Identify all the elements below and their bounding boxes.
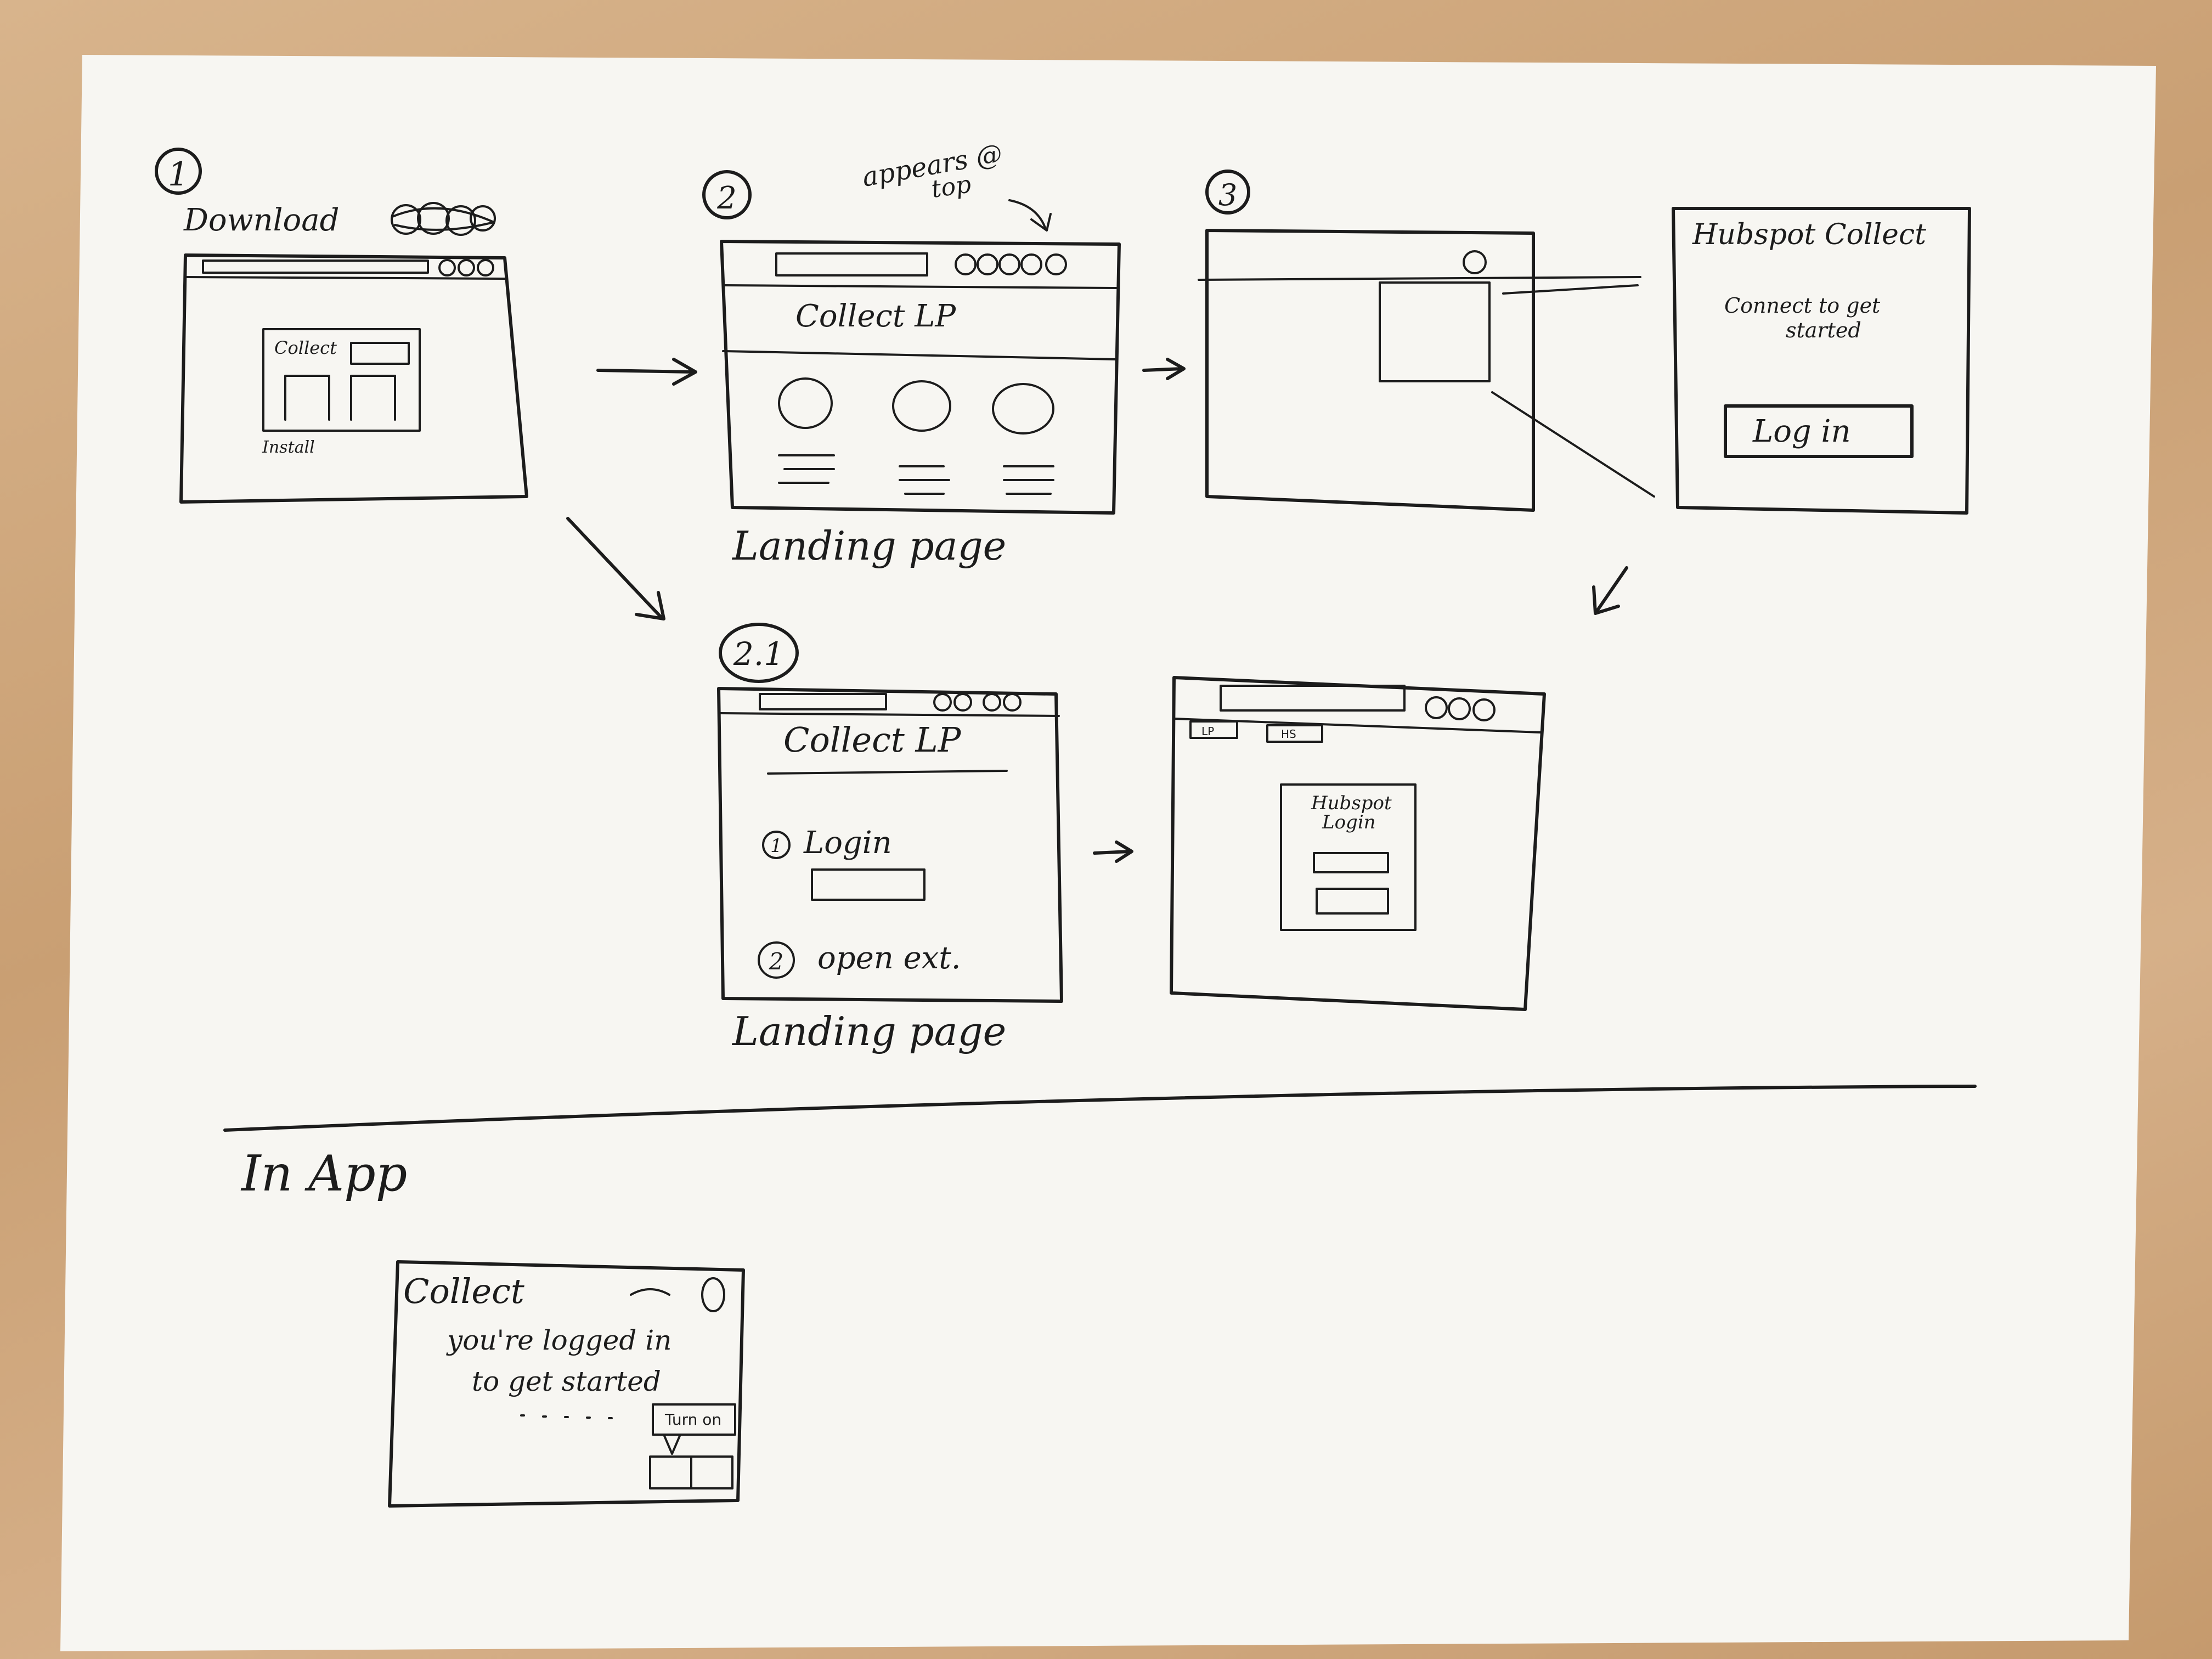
caption: Landing page [731,523,1006,569]
window-control-icon [1045,253,1067,275]
step-number-circle [758,941,795,979]
step-number-circle [762,831,791,859]
text-lines [778,454,1054,495]
window-control-icon [1448,697,1471,720]
step-number: 2 [716,180,737,216]
popup-message: started [1786,318,1861,342]
window-control-icon [438,259,456,276]
extension-card [262,328,421,432]
step-number: 2.1 [733,635,784,673]
tab-hs[interactable] [1266,724,1323,743]
tooltip-label: Turn on [664,1410,721,1429]
minimize-icon[interactable] [630,1288,670,1296]
landing-header: Collect LP [783,720,962,760]
in-app-section: In App Collect you're logged in to get s… [240,1145,745,1508]
landing-header: Collect LP [795,298,956,334]
login-field[interactable] [811,868,926,901]
extension-icon [1020,253,1042,275]
tooltip [652,1403,736,1436]
tab-lp[interactable] [1189,720,1238,739]
widget-message: to get started [472,1365,661,1397]
popup-panel [1379,281,1491,382]
tab-label: LP [1201,725,1214,738]
popup-title: Hubspot Collect [1692,218,1926,251]
step-label: Login [803,825,892,861]
browser-window [1205,229,1535,512]
arrow-curved-icon [1008,199,1052,232]
step-1-sketch: 1 Download Collect Install [155,148,528,504]
step-number-circle [702,170,752,219]
window-control-icon [955,253,977,275]
in-app-widget [388,1260,745,1508]
step-2-sketch: 2 appears @ top Collect LP Landing page [702,138,1121,569]
window-control-icon [1472,698,1496,721]
step-number: 1 [770,835,782,857]
address-bar [775,252,928,276]
browser-window [717,687,1063,1003]
window-control-icon [1003,693,1022,712]
note-line: top [929,170,973,204]
window-control-icon [953,693,972,712]
browser-window [720,240,1121,515]
divider [223,1085,1977,1132]
username-field[interactable] [1313,852,1389,873]
address-bar [1220,685,1406,712]
card-button [350,342,410,365]
window-control-icon [983,693,1001,712]
login-box-title: Hubspot [1311,792,1392,814]
popup-message: Connect to get [1724,294,1881,318]
window-control-icon [977,253,998,275]
zoom-lines [1491,284,1655,498]
close-icon[interactable] [701,1277,725,1312]
caption: Landing page [731,1008,1006,1054]
step-number-circle [719,623,799,683]
login-box-title: Login [1322,811,1376,833]
hubspot-login-sketch: LP HS Hubspot Login [1170,676,1546,1011]
browser-window [1170,676,1546,1011]
login-button-label: Log in [1752,414,1851,449]
window-control-icon [458,259,475,276]
step-number: 1 [168,155,189,194]
step-2-1-sketch: 2.1 Collect LP 1 Login 2 open ext. Landi… [717,623,1063,1054]
step-label: open ext. [817,940,961,976]
arrow-down-right-icon [566,517,665,620]
step-number: 3 [1218,178,1237,212]
address-bar [202,259,429,274]
install-label: Install [262,438,315,457]
popup-frame [1672,207,1971,515]
window-control-icon [1425,696,1448,719]
feature-image [892,380,951,432]
widget-message: you're logged in [446,1324,672,1356]
download-title: Download [183,202,339,238]
tab-label: HS [1281,727,1296,741]
arrow-right-icon [1093,840,1133,863]
feature-image [992,383,1054,435]
widget-title: Collect [403,1271,524,1311]
card-images [284,375,396,421]
scribble-icon [391,202,496,236]
arrow-down-left-icon [1592,566,1628,615]
card-label: Collect [274,337,337,358]
feature-image [778,377,833,429]
window-control-icon [477,259,494,276]
login-button[interactable] [1724,404,1914,458]
extension-icon [1463,250,1487,274]
login-box [1280,783,1417,931]
step-number-circle [155,148,202,195]
popup-zoom-sketch: Hubspot Collect Connect to get started L… [1672,207,1971,515]
dots [520,1414,613,1419]
tooltip-pointer-icon [663,1434,681,1455]
arrow-right-icon [596,358,697,386]
step-3-sketch: 3 [1198,170,1655,512]
browser-window [179,253,528,504]
step-number-circle [1205,170,1250,215]
window-control-icon [998,253,1020,275]
section-title: In App [240,1145,407,1203]
password-field[interactable] [1316,888,1389,915]
window-control-icon [933,693,952,712]
arrow-right-icon [1142,358,1186,380]
address-bar [759,693,887,710]
step-number: 2 [769,948,784,975]
